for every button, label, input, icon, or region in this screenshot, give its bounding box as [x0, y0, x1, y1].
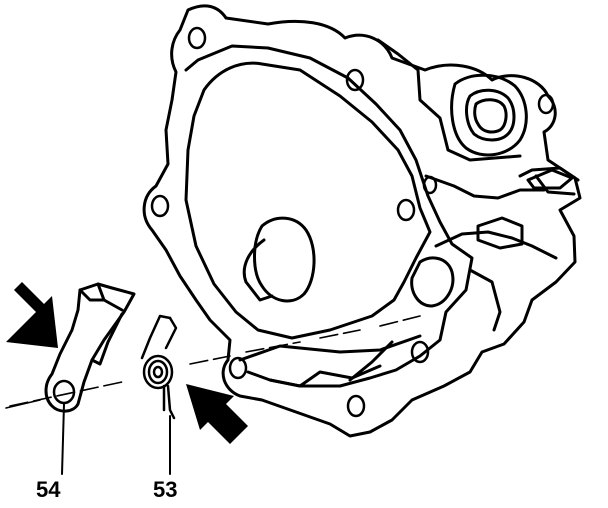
- assembly-centerline: [9, 315, 421, 407]
- callout-54: 54: [36, 477, 61, 502]
- bolt-holes: [150, 26, 555, 418]
- arrow-icon: [6, 282, 58, 348]
- arrow-icon: [186, 384, 248, 444]
- callout-53: 53: [153, 477, 178, 502]
- part-53-spring: [140, 314, 178, 420]
- part-54-lever: [44, 282, 136, 413]
- leader-line-54: [61, 403, 65, 475]
- assembly-centerline-solid: [5, 399, 41, 409]
- transfer-case-housing: [142, 4, 582, 438]
